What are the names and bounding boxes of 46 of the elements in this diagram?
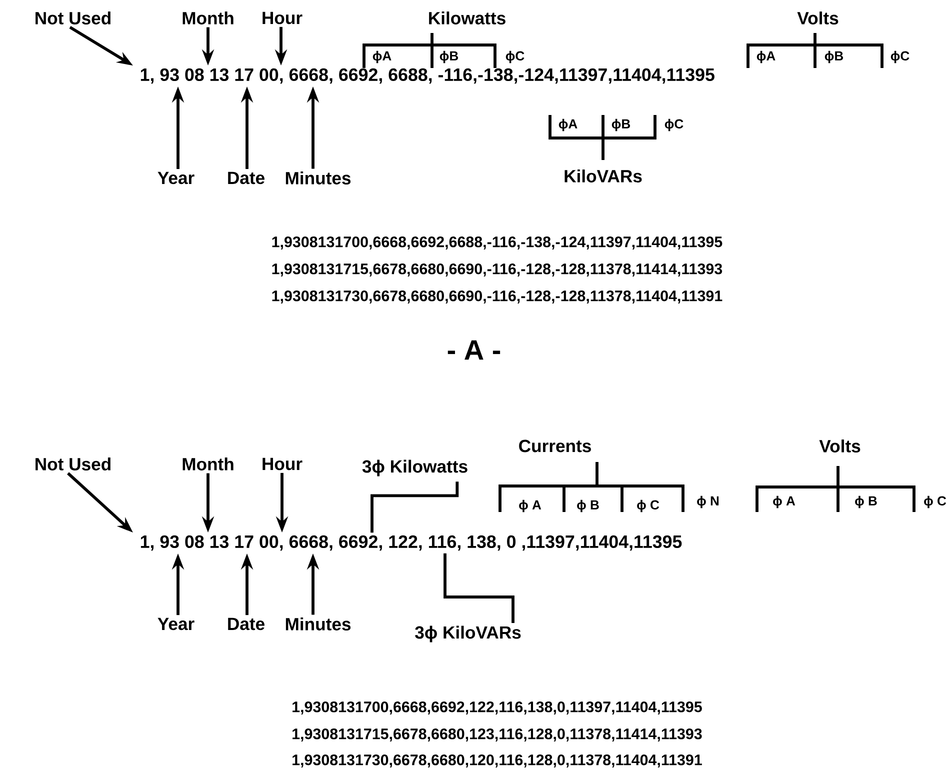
- phase-label: ϕA: [756, 50, 776, 64]
- phase-label: ϕ B: [577, 500, 599, 512]
- data-row: 1,9308131730,6678,6680,120,116,128,0,11378,11404,11391: [292, 754, 702, 768]
- phase-label: ϕA: [558, 118, 578, 132]
- phase-label: ϕA: [372, 50, 392, 64]
- field-label: Hour: [262, 458, 302, 470]
- field-label: Date: [228, 618, 264, 630]
- field-label: Month: [182, 12, 234, 24]
- phase-label: ϕ C: [924, 496, 946, 508]
- group-label: KiloVARs: [564, 170, 642, 182]
- leader-line: [444, 553, 514, 623]
- section-label: - A -: [448, 340, 500, 360]
- group-label: Volts: [819, 440, 860, 452]
- group-label: Currents: [519, 440, 591, 452]
- phase-label: ϕC: [890, 50, 910, 64]
- field-label: Not Used: [36, 12, 110, 24]
- group-label: Kilowatts: [429, 12, 506, 24]
- field-label: Year: [158, 618, 194, 630]
- field-label: Hour: [262, 12, 302, 24]
- leader-line: [370, 482, 459, 533]
- phase-label: ϕC: [664, 118, 684, 132]
- field-label: 3ϕ Kilowatts: [362, 460, 468, 476]
- phase-label: ϕB: [612, 118, 630, 132]
- phase-label: ϕ A: [773, 496, 796, 508]
- field-label: Year: [158, 172, 194, 184]
- phase-label: ϕC: [506, 50, 524, 64]
- data-row: 1,9308131715,6678,6680,6690,-116,-128,-128,11378,11414,11393: [272, 264, 722, 276]
- data-row: 1,9308131730,6678,6680,6690,-116,-128,-128,11378,11404,11391: [272, 290, 722, 304]
- data-row: 1,9308131700,6668,6692,122,116,138,0,11397,11404,11395: [292, 702, 702, 714]
- group-label: Volts: [797, 12, 838, 24]
- phase-label: ϕ A: [519, 500, 542, 512]
- phase-label: ϕ B: [855, 496, 877, 508]
- field-label: Minutes: [286, 618, 351, 630]
- data-row: 1,9308131715,6678,6680,123,116,128,0,11378,11414,11393: [292, 728, 702, 742]
- field-label: Month: [182, 458, 234, 470]
- data-row: 1,9308131700,6668,6692,6688,-116,-138,-124,11397,11404,11395: [272, 236, 722, 250]
- data-record: 1, 93 08 13 17 00, 6668, 6692, 122, 116, 138, 0 ,11397,11404,11395: [140, 535, 682, 551]
- phase-label: ϕ C: [637, 500, 660, 512]
- field-label: Not Used: [36, 458, 110, 470]
- field-label: Minutes: [286, 172, 351, 184]
- field-label: 3ϕ KiloVARs: [415, 626, 521, 642]
- data-record: 1, 93 08 13 17 00, 6668, 6692, 6688, -116,-138,-124,11397,11404,11395: [140, 68, 714, 84]
- phase-label: ϕ N: [697, 496, 719, 508]
- phase-label: ϕB: [440, 50, 458, 64]
- phase-label: ϕB: [824, 50, 844, 64]
- field-label: Date: [228, 172, 264, 184]
